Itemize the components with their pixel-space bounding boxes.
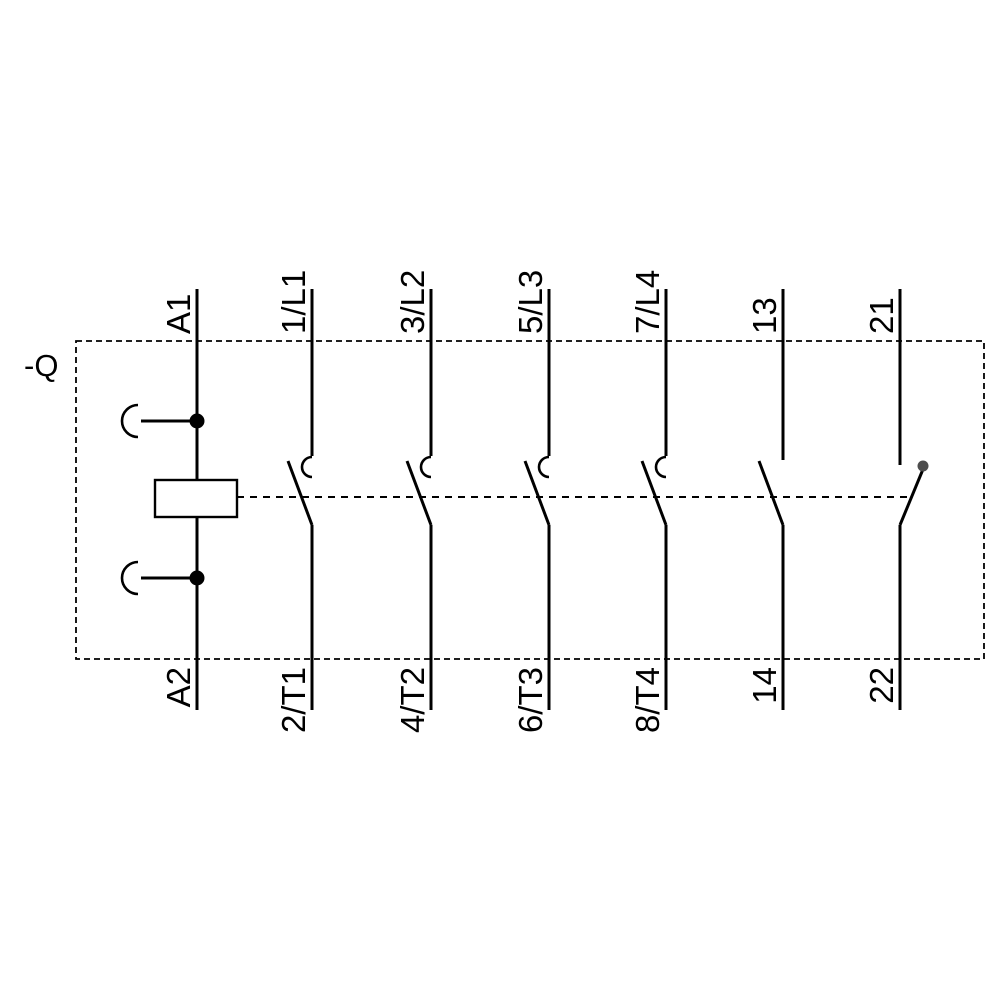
terminal-label-13: 13 [746, 297, 783, 334]
terminal-label-14: 14 [746, 667, 783, 704]
main-pole-2 [405, 289, 433, 710]
main-pole-3 [523, 289, 551, 710]
pole-4-fixed-contact-arc [654, 455, 667, 479]
terminal-label-21: 21 [863, 297, 900, 334]
pole-4-contact-blade [640, 460, 668, 526]
terminal-label-a1: A1 [160, 294, 197, 334]
terminal-label-7l4: 7/L4 [629, 270, 666, 334]
aux-no-contact [757, 289, 785, 710]
junction-dot-a1 [189, 413, 205, 429]
terminal-label-4t2: 4/T2 [394, 667, 431, 733]
terminal-label-2t1: 2/T1 [275, 667, 312, 733]
pole-3-fixed-contact-arc [537, 455, 550, 479]
bottom-terminal-labels: A2 2/T1 4/T2 6/T3 8/T4 14 22 [160, 667, 900, 733]
terminal-label-5l3: 5/L3 [512, 270, 549, 334]
coil-branch [120, 289, 239, 710]
terminal-label-a2: A2 [160, 667, 197, 707]
coil-symbol [153, 478, 239, 519]
pole-3-contact-blade [523, 460, 551, 526]
aux-nc-contact [898, 289, 929, 710]
terminal-label-1l1: 1/L1 [275, 270, 312, 334]
aux-nc-contact-dot [917, 460, 929, 472]
terminal-label-22: 22 [863, 667, 900, 704]
main-pole-4 [640, 289, 668, 710]
pole-1-fixed-contact-arc [300, 455, 313, 479]
top-terminal-labels: A1 1/L1 3/L2 5/L3 7/L4 13 21 [160, 270, 900, 334]
terminal-label-8t4: 8/T4 [629, 667, 666, 733]
device-designation-label: -Q [24, 348, 58, 383]
terminal-socket-arc-a1 [120, 403, 139, 439]
pole-2-fixed-contact-arc [419, 455, 432, 479]
pole-2-contact-blade [405, 460, 433, 526]
pole-1-contact-blade [286, 460, 314, 526]
junction-dot-a2 [189, 570, 205, 586]
terminal-label-6t3: 6/T3 [512, 667, 549, 733]
enclosure-outline [75, 340, 985, 660]
main-pole-1 [286, 289, 314, 710]
terminal-socket-arc-a2 [120, 560, 139, 596]
aux-no-contact-blade [757, 460, 785, 526]
terminal-label-3l2: 3/L2 [394, 270, 431, 334]
aux-nc-contact-blade [898, 461, 928, 526]
